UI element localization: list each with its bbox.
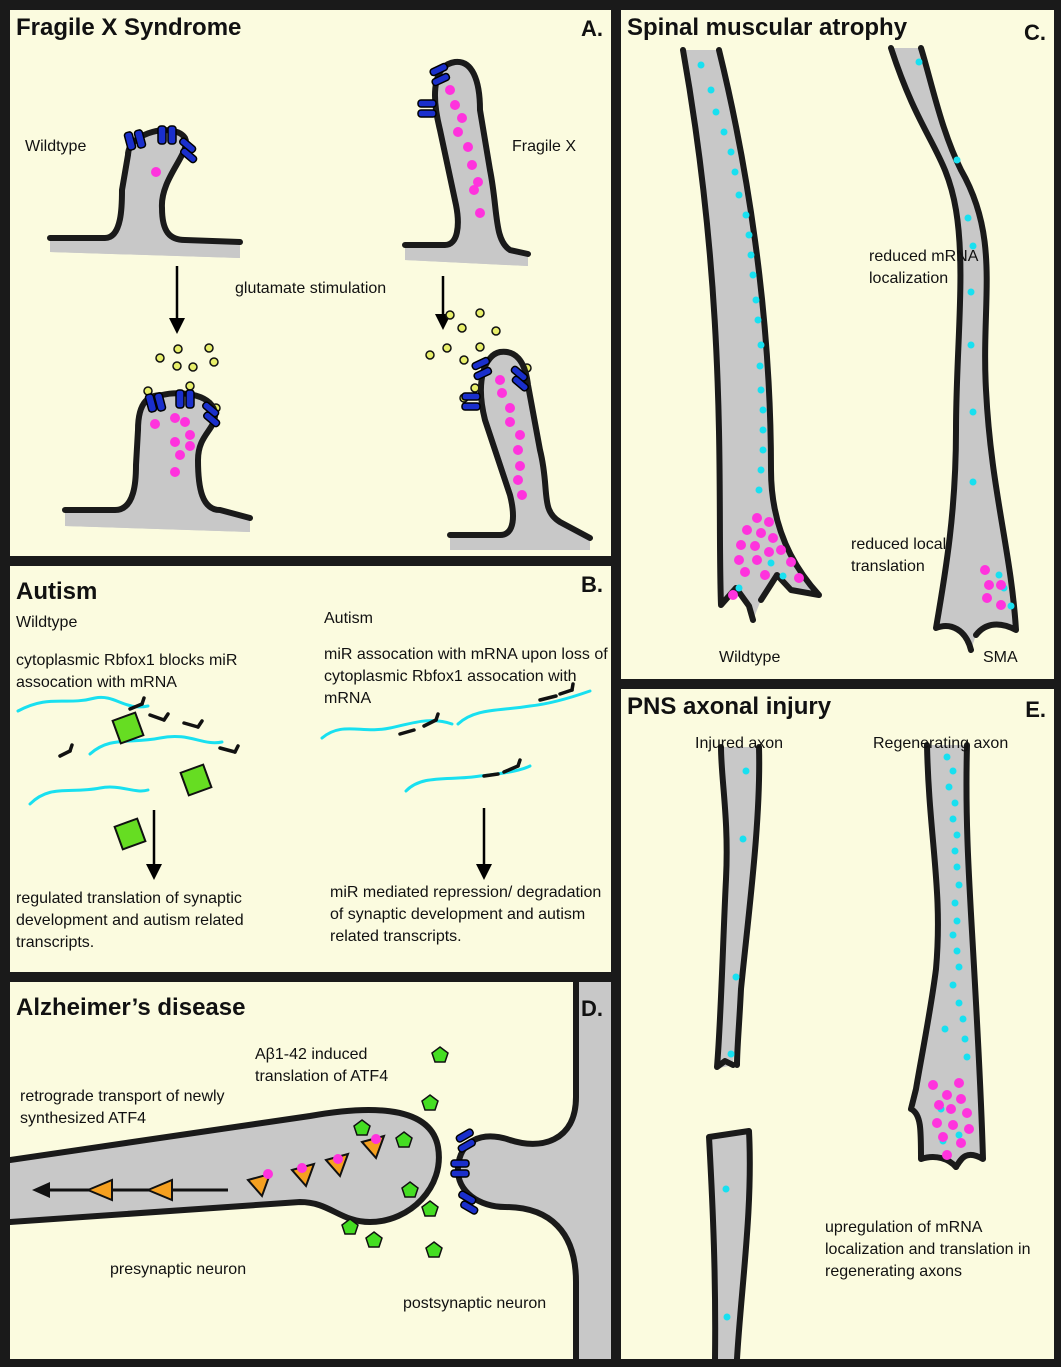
label-wildtype: Wildtype [25,136,86,158]
label-wildtype-result: regulated translation of synaptic develo… [16,888,306,954]
label-upregulation: upregulation of mRNA localization and tr… [825,1217,1051,1283]
wildtype-axon [683,50,819,620]
panel-c-letter: C. [1024,20,1046,46]
label-reduced-translation: reduced local translation [851,534,981,578]
label-glutamate-stimulation: glutamate stimulation [235,278,386,300]
panel-d-title: Alzheimer’s disease [16,994,245,1022]
sma-diagram [621,10,1054,679]
rbfox1-square-icon [113,713,212,850]
arrow-down-icon [435,276,451,330]
panel-e-letter: E. [1025,697,1046,723]
panel-b-title: Autism [16,578,97,606]
arrow-down-icon [476,808,492,880]
label-retrograde-transport: retrograde transport of newly synthesize… [20,1086,250,1130]
panel-d-letter: D. [581,996,603,1022]
label-wildtype: Wildtype [719,647,780,669]
label-reduced-localization: reduced mRNA localization [869,246,979,290]
label-postsynaptic-neuron: postsynaptic neuron [403,1293,546,1315]
panel-alzheimers: Alzheimer’s disease D. Aβ1-42 induced tr… [10,982,611,1359]
label-wildtype-description: cytoplasmic Rbfox1 blocks miR assocation… [16,650,306,694]
label-autism-result: miR mediated repression/ degradation of … [330,882,608,948]
label-fragile-x: Fragile X [512,136,576,158]
panel-a-letter: A. [581,16,603,42]
label-wildtype: Wildtype [16,612,77,634]
arrow-down-icon [169,266,185,334]
label-autism-description: miR assocation with mRNA upon loss of cy… [324,644,609,710]
label-presynaptic-neuron: presynaptic neuron [110,1259,246,1281]
panel-fragile-x: Fragile X Syndrome A. Wildtype Fragile X… [10,10,611,556]
wildtype-spine-after [65,393,250,532]
arrow-down-icon [146,810,162,880]
panel-a-title: Fragile X Syndrome [16,14,241,42]
label-injured-axon: Injured axon [695,733,783,755]
label-sma: SMA [983,647,1018,669]
label-abeta-line2: translation of ATF4 [255,1066,388,1088]
panel-sma: Spinal muscular atrophy C. reduced mRNA … [621,10,1054,679]
panel-autism: Autism B. Wildtype cytoplasmic Rbfox1 bl… [10,566,611,972]
panel-e-title: PNS axonal injury [627,693,831,721]
label-abeta-line1: Aβ1-42 induced [255,1044,367,1066]
fragile-x-spine-before [405,62,528,266]
label-regenerating-axon: Regenerating axon [873,733,1008,755]
panel-b-letter: B. [581,572,603,598]
panel-c-title: Spinal muscular atrophy [627,14,907,42]
panel-pns-injury: PNS axonal injury E. Injured axon Regene… [621,689,1054,1359]
label-autism: Autism [324,608,373,630]
